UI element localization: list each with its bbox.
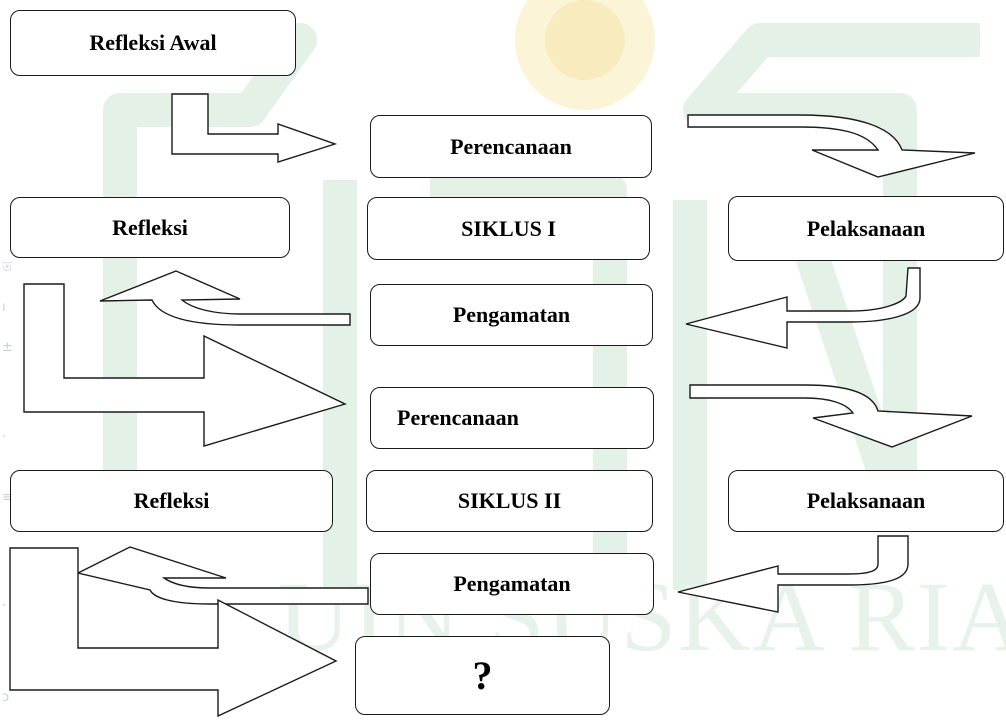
margin-mark: ɔ — [2, 690, 10, 705]
box-pengamatan-cycle-1: Pengamatan — [370, 284, 653, 346]
arrow-pelaksanaan-to-pengamatan-2 — [677, 535, 909, 613]
arrow-refleksi-to-perencanaan-2 — [23, 283, 347, 447]
watermark-emblem-star — [515, 0, 655, 110]
box-pelaksanaan-cycle-2: Pelaksanaan — [728, 470, 1004, 532]
arrow-perencanaan-to-pelaksanaan-1 — [687, 114, 976, 178]
margin-mark: · — [2, 430, 7, 445]
arrow-refleksi-to-next — [9, 547, 338, 718]
arrow-pelaksanaan-to-pengamatan-1 — [685, 267, 921, 349]
margin-mark: ≡ — [2, 490, 13, 505]
arrow-refleksi-awal-to-perencanaan — [171, 93, 338, 163]
box-perencanaan-cycle-1: Perencanaan — [370, 115, 652, 178]
box-refleksi-awal: Refleksi Awal — [10, 10, 296, 76]
margin-mark: ত — [2, 260, 12, 275]
margin-mark: ˑ — [2, 600, 7, 615]
box-siklus-i: SIKLUS I — [367, 197, 650, 260]
box-next-cycle-question: ? — [355, 636, 610, 715]
box-siklus-ii: SIKLUS II — [366, 470, 653, 532]
box-pengamatan-cycle-2: Pengamatan — [370, 553, 654, 615]
arrow-pengamatan-to-refleksi-2 — [75, 546, 369, 605]
arrow-perencanaan-to-pelaksanaan-2 — [689, 384, 973, 448]
box-refleksi-cycle-2: Refleksi — [10, 470, 333, 532]
margin-mark: ı — [2, 300, 6, 315]
box-perencanaan-cycle-2: Perencanaan — [370, 387, 654, 449]
box-refleksi-cycle-1: Refleksi — [10, 197, 290, 258]
margin-mark: ± — [2, 340, 13, 355]
box-pelaksanaan-cycle-1: Pelaksanaan — [728, 196, 1004, 261]
arrow-pengamatan-to-refleksi-1 — [99, 270, 351, 326]
